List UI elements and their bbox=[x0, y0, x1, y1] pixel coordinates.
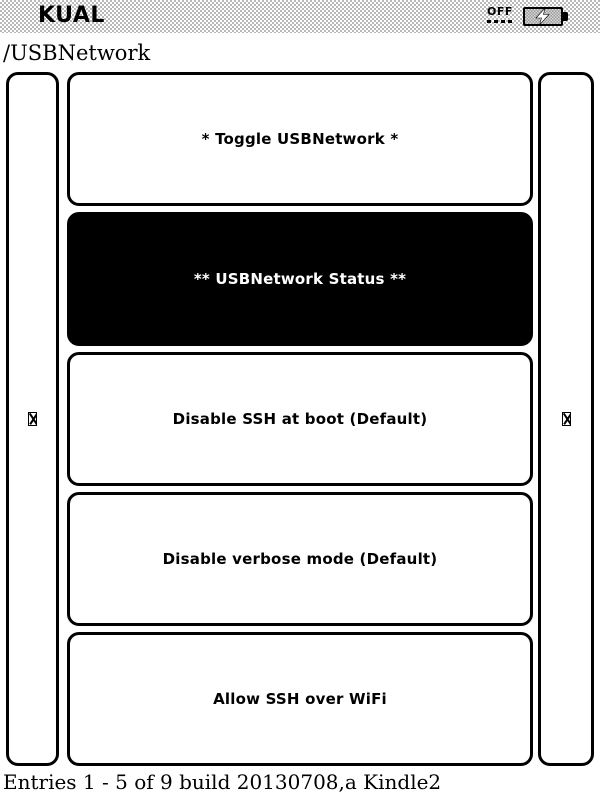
wifi-off-icon: OFF bbox=[487, 6, 517, 30]
menu-item-allow-ssh-over-wifi[interactable]: Allow SSH over WiFi bbox=[67, 632, 533, 766]
menu-item-disable-ssh-at-boot[interactable]: Disable SSH at boot (Default) bbox=[67, 352, 533, 486]
status-bar: KUAL OFF bbox=[0, 0, 600, 33]
next-page-button[interactable] bbox=[538, 72, 594, 766]
menu-list: * Toggle USBNetwork * ** USBNetwork Stat… bbox=[67, 72, 533, 766]
wifi-bars-icon bbox=[487, 20, 515, 23]
menu-item-label: Disable verbose mode (Default) bbox=[162, 550, 438, 568]
prev-page-button[interactable] bbox=[6, 72, 59, 766]
header-divider bbox=[0, 33, 600, 36]
menu-item-toggle-usbnetwork[interactable]: * Toggle USBNetwork * bbox=[67, 72, 533, 206]
wifi-status-label: OFF bbox=[487, 5, 513, 18]
menu-item-label: * Toggle USBNetwork * bbox=[201, 130, 399, 148]
app-title: KUAL bbox=[38, 3, 105, 28]
missing-glyph-box-icon bbox=[28, 412, 37, 426]
status-footer: Entries 1 - 5 of 9 build 20130708,a Kind… bbox=[3, 770, 442, 794]
menu-item-usbnetwork-status[interactable]: ** USBNetwork Status ** bbox=[67, 212, 533, 346]
lightning-bolt-icon bbox=[535, 8, 550, 25]
missing-glyph-box-icon bbox=[561, 412, 571, 426]
menu-item-disable-verbose-mode[interactable]: Disable verbose mode (Default) bbox=[67, 492, 533, 626]
battery-charging-icon bbox=[523, 7, 569, 26]
breadcrumb: /USBNetwork bbox=[3, 41, 151, 65]
menu-item-label: Allow SSH over WiFi bbox=[213, 690, 387, 708]
battery-cap bbox=[563, 12, 568, 21]
menu-item-label: ** USBNetwork Status ** bbox=[193, 270, 407, 288]
menu-item-label: Disable SSH at boot (Default) bbox=[172, 410, 428, 428]
